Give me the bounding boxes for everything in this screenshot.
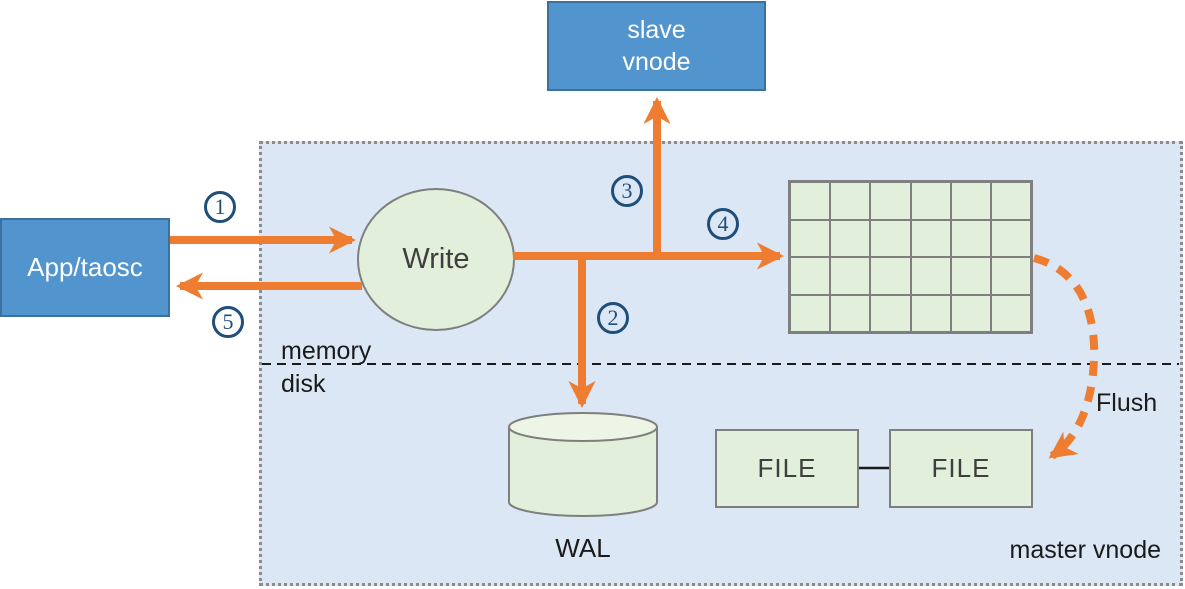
grid-cell: [830, 219, 871, 257]
grid-cell: [990, 182, 1031, 220]
app-taosc-label: App/taosc: [27, 252, 143, 282]
grid-cell: [950, 294, 991, 332]
grid-cell: [790, 257, 831, 295]
grid-cell: [830, 182, 871, 220]
grid-cell: [830, 257, 871, 295]
step-badge-5: 5: [212, 306, 244, 338]
grid-cell: [790, 294, 831, 332]
wal-label: WAL: [555, 533, 611, 563]
step-badge-4: 4: [707, 208, 739, 240]
app-taosc-node: App/taosc: [0, 218, 170, 317]
memtable-grid: [788, 180, 1033, 334]
grid-cell: [910, 294, 951, 332]
grid-cell: [870, 219, 911, 257]
grid-cell: [910, 182, 951, 220]
step-badge-1: 1: [204, 191, 236, 223]
grid-cell: [790, 219, 831, 257]
grid-cell: [950, 219, 991, 257]
file-node-left-label: FILE: [757, 453, 817, 483]
file-node-right: FILE: [889, 429, 1033, 508]
step-badge-2: 2: [597, 302, 629, 334]
file-node-right-label: FILE: [931, 453, 991, 483]
grid-cell: [950, 257, 991, 295]
grid-cell: [990, 219, 1031, 257]
master-vnode-label: master vnode: [1009, 536, 1161, 564]
disk-label: disk: [281, 370, 326, 398]
slave-vnode-node: slave vnode: [547, 1, 766, 91]
grid-cell: [950, 182, 991, 220]
slave-vnode-label: slave vnode: [622, 15, 691, 77]
write-node: Write: [357, 188, 515, 331]
grid-cell: [870, 294, 911, 332]
grid-cell: [790, 182, 831, 220]
grid-cell: [910, 219, 951, 257]
grid-cell: [870, 182, 911, 220]
grid-cell: [830, 294, 871, 332]
flush-label: Flush: [1096, 389, 1158, 417]
memory-label: memory: [281, 337, 372, 365]
grid-cell: [870, 257, 911, 295]
grid-cell: [990, 294, 1031, 332]
grid-cell: [910, 257, 951, 295]
step-badge-3: 3: [611, 175, 643, 207]
grid-cell: [990, 257, 1031, 295]
file-node-left: FILE: [715, 429, 859, 508]
write-node-label: Write: [402, 243, 470, 275]
